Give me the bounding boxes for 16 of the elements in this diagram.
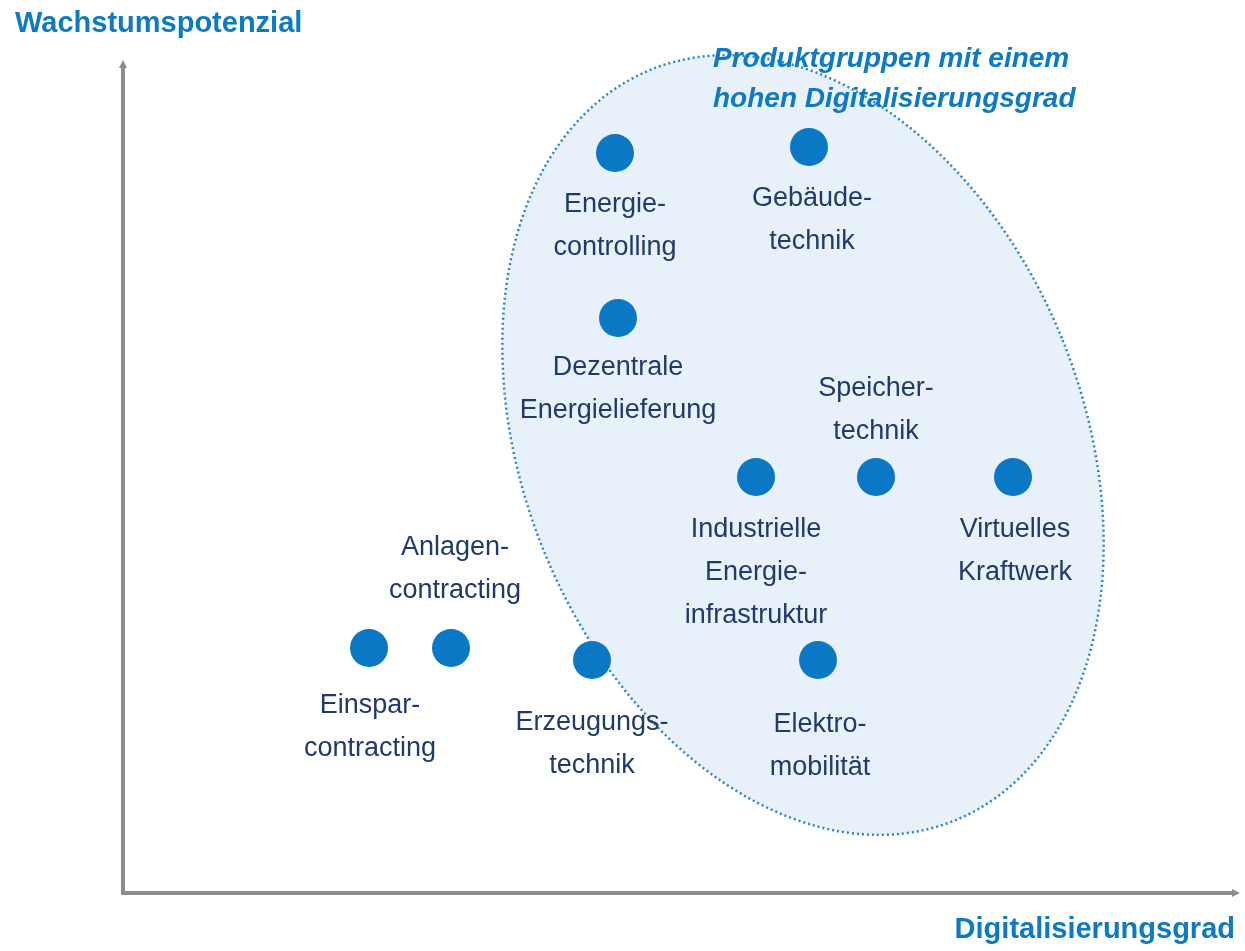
point-label: Erzeugungs- technik	[514, 705, 670, 781]
dot-marker	[432, 629, 470, 667]
point-label: Dezentrale Energielieferung	[518, 350, 718, 426]
dot-marker	[573, 641, 611, 679]
point-label: Elektro- mobilität	[768, 707, 872, 783]
point-label: Speicher- technik	[817, 371, 935, 447]
point-label: Anlagen- contracting	[387, 530, 523, 606]
point-label: Industrielle Energie- infrastruktur	[683, 512, 829, 631]
dot-marker	[350, 629, 388, 667]
axis-label: Digitalisierungsgrad	[954, 912, 1235, 945]
group-heading: Produktgruppen mit einem hohen Digitalisierungsgrad	[713, 41, 1077, 115]
point-label: Energie- controlling	[552, 187, 678, 263]
point-label: Virtuelles Kraftwerk	[957, 512, 1073, 588]
point-label: Einspar- contracting	[302, 688, 438, 764]
axis-label: Wachstumspotenzial	[15, 6, 303, 39]
point-label: Gebäude- technik	[750, 181, 874, 257]
